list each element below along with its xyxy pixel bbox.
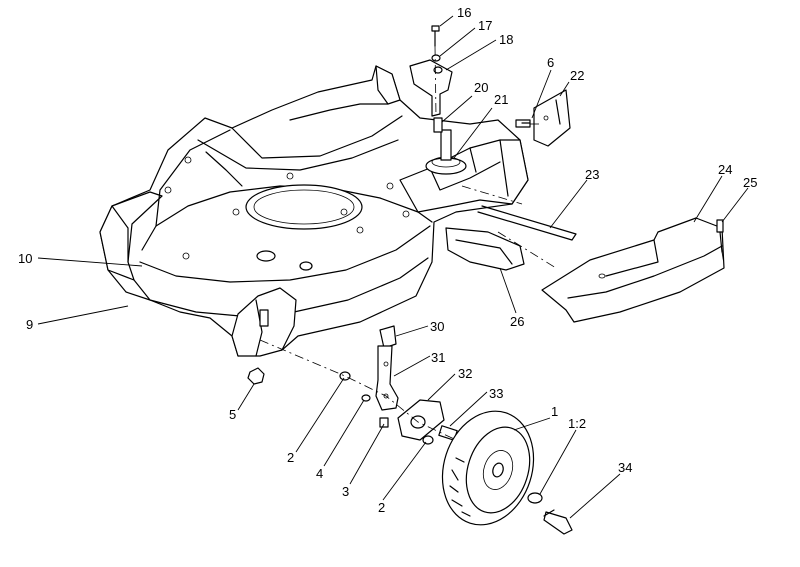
callout-23: 23	[585, 167, 599, 182]
callout-3: 3	[342, 484, 349, 499]
callout-17: 17	[478, 18, 492, 33]
callout-24: 24	[718, 162, 732, 177]
callout-5: 5	[229, 407, 236, 422]
callout-34: 34	[618, 460, 632, 475]
callout-20: 20	[474, 80, 488, 95]
callout-9: 9	[26, 317, 33, 332]
mower-deck	[99, 65, 529, 357]
callout-10: 10	[18, 251, 32, 266]
callout-31: 31	[431, 350, 445, 365]
belt-and-cover	[461, 185, 725, 323]
callout-16: 16	[457, 5, 471, 20]
callout-18: 18	[499, 32, 513, 47]
callout-2-lower: 2	[378, 500, 385, 515]
wheel	[441, 410, 573, 535]
callout-33: 33	[489, 386, 503, 401]
callout-labels: 16 17 18 6 22 20 21 23 24 25 10 9 26 30 …	[18, 5, 757, 515]
top-hardware	[409, 25, 571, 147]
callout-4: 4	[316, 466, 323, 481]
callout-32: 32	[458, 366, 472, 381]
callout-25: 25	[743, 175, 757, 190]
callout-21: 21	[494, 92, 508, 107]
wheel-bracket-assembly	[247, 325, 487, 455]
callout-26: 26	[510, 314, 524, 329]
leader-lines	[37, 15, 749, 519]
callout-30: 30	[430, 319, 444, 334]
callout-1: 1	[551, 404, 558, 419]
callout-6: 6	[547, 55, 554, 70]
callout-22: 22	[570, 68, 584, 83]
callout-2-upper: 2	[287, 450, 294, 465]
callout-1-2: 1:2	[568, 416, 586, 431]
